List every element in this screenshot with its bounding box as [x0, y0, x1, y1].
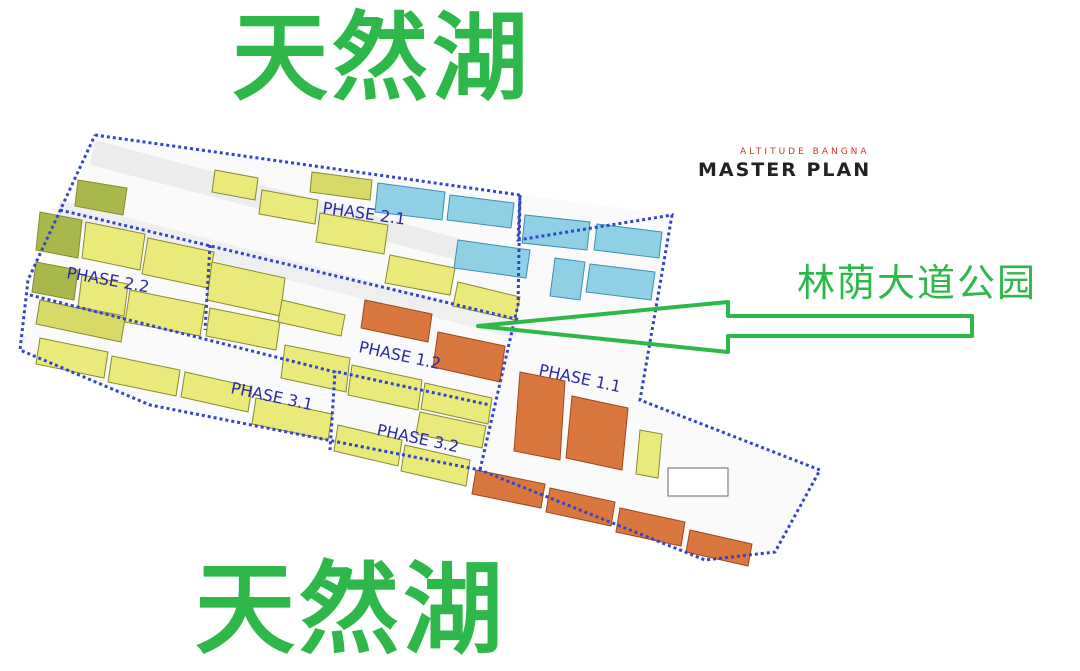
boulevard-park-label: 林荫大道公园	[797, 261, 1038, 305]
cross-road	[55, 200, 520, 338]
phase-boundaries	[18, 133, 823, 562]
orange-units	[360, 299, 753, 567]
park-arrow-icon	[476, 300, 974, 354]
phase-3-units	[35, 337, 663, 487]
lake-label-bottom: 天然湖	[195, 551, 507, 668]
master-plan-title: MASTER PLAN	[698, 159, 872, 181]
clubhouse	[667, 467, 729, 497]
phase-2-2-units	[31, 179, 346, 351]
phase-2-1-units	[211, 169, 521, 321]
lake-label-top: 天然湖	[232, 2, 532, 114]
master-plan-brand: ALTITUDE BANGNA	[740, 147, 870, 157]
